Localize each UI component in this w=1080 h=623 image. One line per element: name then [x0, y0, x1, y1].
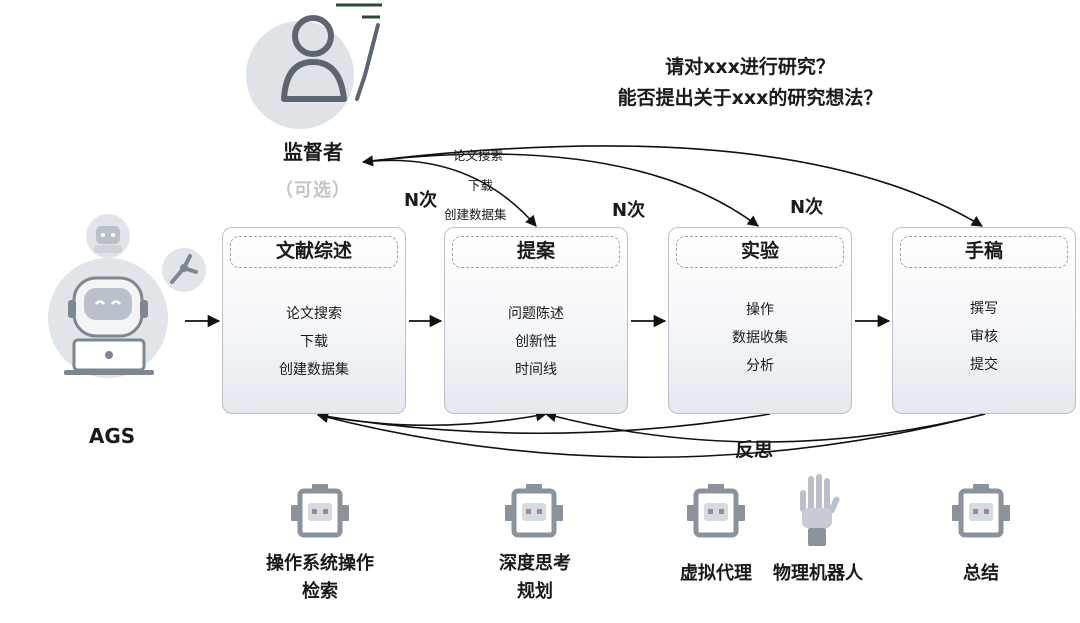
stage-item: 分析: [746, 358, 774, 374]
reflect-curve-experiment: [316, 411, 771, 435]
supervisor-optional-label: （可选）: [275, 180, 351, 201]
reflection-label: 反思: [735, 439, 774, 461]
stage-item: 数据收集: [732, 330, 788, 346]
n-times-label-1: N次: [404, 190, 438, 211]
stage-item: 操作: [746, 302, 774, 318]
stage-manuscript: 手稿 撰写 审核 提交: [892, 227, 1076, 414]
tool-label-os-retrieval: 操作系统操作 检索: [240, 550, 400, 606]
robot-icon: [291, 484, 349, 538]
tool-label-summary: 总结: [946, 560, 1016, 588]
n-times-label-2: N次: [612, 200, 646, 221]
stage-item: 问题陈述: [508, 306, 564, 322]
supervisor-label: 监督者: [283, 140, 343, 164]
stage-title: 实验: [676, 236, 844, 268]
reflect-curve-manuscript-2: [544, 411, 986, 443]
tool-label-physical-robot: 物理机器人: [760, 560, 876, 588]
stage-item: 时间线: [515, 362, 557, 378]
supervisor-icon: [246, 3, 382, 129]
tool-label-line: 物理机器人: [773, 563, 863, 584]
stage-item: 创建数据集: [279, 362, 349, 378]
stage-item: 创新性: [515, 334, 557, 350]
stage-title: 文献综述: [230, 236, 398, 268]
edge-label-paper-search: 论文搜索: [453, 148, 504, 163]
supervisor-curve-manuscript: [362, 145, 983, 227]
tool-label-line: 深度思考: [499, 553, 571, 574]
stage-item: 提交: [970, 357, 998, 373]
stage-item: 下载: [300, 334, 328, 350]
supervisor-curve-experiment: [362, 153, 759, 227]
robot-hand-icon: [800, 474, 840, 546]
ags-agent-icon: [48, 214, 206, 378]
reflect-curve-manuscript: [316, 412, 986, 459]
tool-label-line: 虚拟代理: [680, 563, 752, 584]
tool-label-line: 规划: [517, 581, 553, 602]
robot-icon: [687, 484, 745, 538]
stage-items: 撰写 审核 提交: [893, 295, 1075, 379]
stage-title: 提案: [452, 236, 620, 268]
stage-experiment: 实验 操作 数据收集 分析: [668, 227, 852, 414]
edge-label-download: 下载: [468, 178, 494, 193]
stage-proposal: 提案 问题陈述 创新性 时间线: [444, 227, 628, 414]
stage-item: 论文搜索: [286, 306, 342, 322]
ags-label: AGS: [88, 424, 136, 448]
tool-label-line: 总结: [963, 563, 999, 584]
question-line-1: 请对xxx进行研究？: [665, 56, 835, 78]
stage-item: 审核: [970, 329, 998, 345]
stage-items: 论文搜索 下载 创建数据集: [223, 300, 405, 384]
stage-items: 问题陈述 创新性 时间线: [445, 300, 627, 384]
stage-items: 操作 数据收集 分析: [669, 296, 851, 380]
edge-label-create-dataset: 创建数据集: [444, 207, 507, 222]
supervisor-curve-proposal: [361, 155, 537, 227]
robot-icon: [952, 484, 1010, 538]
tool-label-deep-thinking: 深度思考 规划: [470, 550, 600, 606]
stage-literature-review: 文献综述 论文搜索 下载 创建数据集: [222, 227, 406, 414]
tool-label-virtual-agent: 虚拟代理: [668, 560, 764, 588]
tool-label-line: 操作系统操作: [266, 553, 374, 574]
robot-icon: [505, 484, 563, 538]
research-question: 请对xxx进行研究？ 能否提出关于xxx的研究想法？: [560, 52, 940, 114]
stage-item: 撰写: [970, 301, 998, 317]
stage-title: 手稿: [900, 236, 1068, 268]
question-line-2: 能否提出关于xxx的研究想法？: [617, 87, 883, 109]
n-times-label-3: N次: [790, 197, 824, 218]
tool-label-line: 检索: [302, 581, 338, 602]
